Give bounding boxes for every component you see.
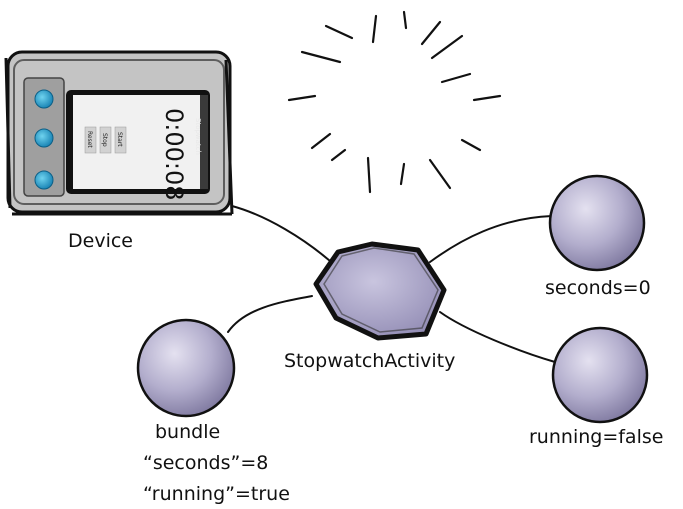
running-object-label: running=false bbox=[529, 426, 664, 448]
device-screen-app-title: Stopwatch bbox=[194, 118, 202, 155]
reset-button-label: Reset bbox=[86, 131, 93, 148]
activity-burst-rays bbox=[287, 10, 502, 194]
line-activity-seconds bbox=[429, 215, 553, 263]
running-object-sphere bbox=[551, 326, 649, 424]
device-button-icon bbox=[34, 128, 54, 148]
screen-button bbox=[99, 126, 112, 154]
start-button-label: Start bbox=[116, 132, 123, 147]
stop-button-label: Stop bbox=[101, 133, 108, 147]
bundle-entry-seconds: “seconds”=8 bbox=[143, 452, 269, 474]
activity-label: StopwatchActivity bbox=[284, 350, 456, 372]
device-button-icon bbox=[34, 89, 54, 109]
device-label: Device bbox=[68, 230, 133, 252]
line-activity-running bbox=[439, 311, 556, 363]
device-button-icon bbox=[34, 170, 54, 190]
bundle-object-sphere bbox=[136, 318, 236, 418]
screen-button bbox=[84, 126, 97, 154]
line-activity-bundle bbox=[227, 295, 313, 333]
bundle-title: bundle bbox=[155, 421, 221, 443]
line-device-activity bbox=[231, 205, 339, 269]
bundle-entry-running: “running”=true bbox=[143, 483, 290, 505]
seconds-object-sphere bbox=[548, 174, 646, 272]
seconds-object-label: seconds=0 bbox=[545, 277, 651, 299]
screen-button bbox=[114, 126, 127, 154]
activity-hexagon bbox=[313, 241, 447, 341]
connector-lines bbox=[227, 205, 556, 363]
device-phone: Stopwatch 0:00:08 Start Stop Reset bbox=[4, 50, 234, 216]
stopwatch-time-display: 0:00:08 bbox=[160, 108, 188, 201]
